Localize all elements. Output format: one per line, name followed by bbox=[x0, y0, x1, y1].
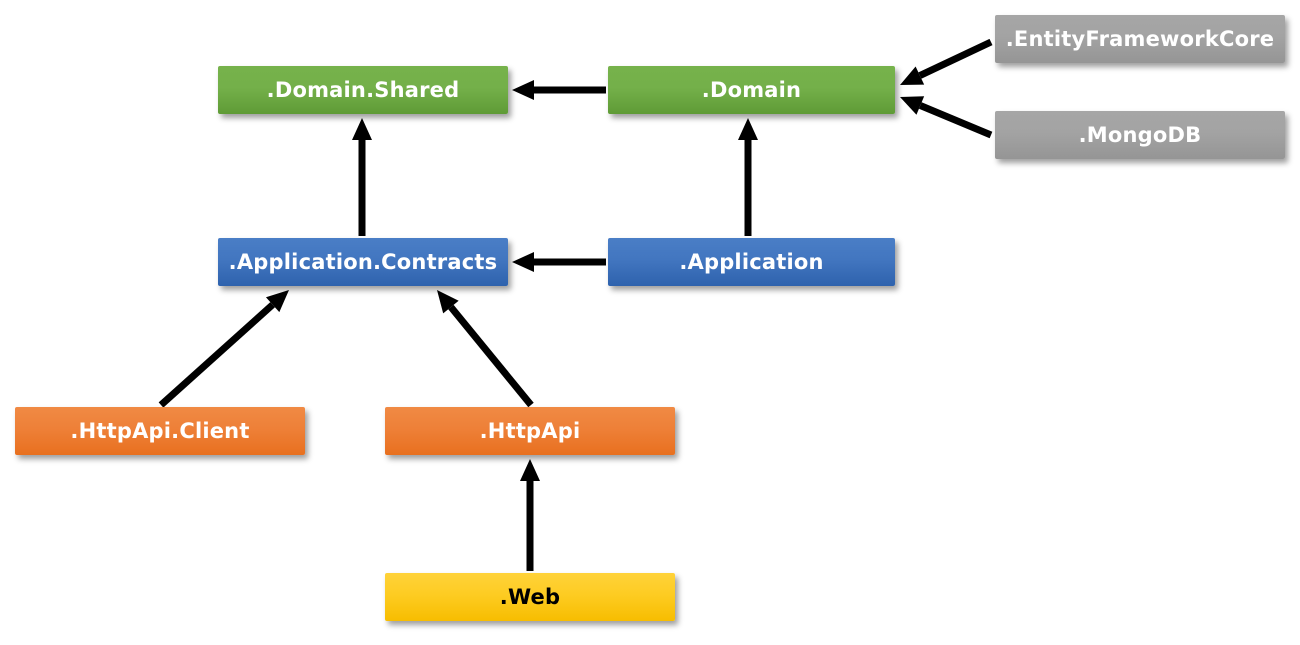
edge-contracts-to-domain-shared-head bbox=[352, 118, 372, 140]
node-application-contracts[interactable]: .Application.Contracts bbox=[218, 238, 508, 286]
edge-efcore-to-domain bbox=[900, 38, 993, 85]
node-application[interactable]: .Application bbox=[608, 238, 895, 286]
edge-domain-to-domain-shared bbox=[512, 80, 606, 100]
edge-mongodb-to-domain-shaft bbox=[918, 102, 993, 139]
node-httpapi-client[interactable]: .HttpApi.Client bbox=[15, 407, 305, 455]
node-label-application-contracts: .Application.Contracts bbox=[228, 249, 498, 274]
edge-application-to-domain-head bbox=[738, 118, 758, 140]
edge-efcore-to-domain-head bbox=[900, 66, 925, 85]
node-label-httpapi-client: .HttpApi.Client bbox=[70, 418, 250, 443]
node-domain[interactable]: .Domain bbox=[608, 66, 895, 114]
node-label-mongodb: .MongoDB bbox=[1078, 122, 1202, 147]
edge-application-to-contracts-head bbox=[512, 252, 534, 272]
edge-httpapi-to-contracts bbox=[437, 290, 534, 408]
edge-application-to-contracts bbox=[512, 252, 606, 272]
node-label-entityframeworkcore: .EntityFrameworkCore bbox=[1005, 26, 1275, 51]
edge-mongodb-to-domain-head bbox=[900, 96, 925, 115]
edge-mongodb-to-domain bbox=[900, 96, 993, 139]
edge-contracts-to-domain-shared bbox=[352, 118, 372, 236]
node-entityframeworkcore[interactable]: .EntityFrameworkCore bbox=[995, 15, 1285, 63]
node-label-httpapi: .HttpApi bbox=[479, 418, 581, 443]
edge-httpapiclient-to-contracts-head bbox=[265, 290, 289, 313]
node-web[interactable]: .Web bbox=[385, 573, 675, 621]
edge-httpapiclient-to-contracts-shaft bbox=[158, 302, 275, 408]
node-label-domain-shared: .Domain.Shared bbox=[266, 77, 460, 102]
node-httpapi[interactable]: .HttpApi bbox=[385, 407, 675, 455]
node-mongodb[interactable]: .MongoDB bbox=[995, 111, 1285, 159]
node-domain-shared[interactable]: .Domain.Shared bbox=[218, 66, 508, 114]
edge-web-to-httpapi-head bbox=[520, 459, 540, 481]
node-label-web: .Web bbox=[499, 584, 561, 609]
edge-efcore-to-domain-shaft bbox=[918, 38, 993, 79]
node-label-domain: .Domain bbox=[701, 77, 802, 102]
edge-httpapi-to-contracts-shaft bbox=[448, 304, 534, 408]
edge-httpapiclient-to-contracts bbox=[158, 290, 289, 408]
edge-web-to-httpapi bbox=[520, 459, 540, 571]
edge-domain-to-domain-shared-head bbox=[512, 80, 534, 100]
node-label-application: .Application bbox=[679, 249, 824, 274]
edge-httpapi-to-contracts-head bbox=[437, 290, 459, 314]
edge-application-to-domain bbox=[738, 118, 758, 236]
